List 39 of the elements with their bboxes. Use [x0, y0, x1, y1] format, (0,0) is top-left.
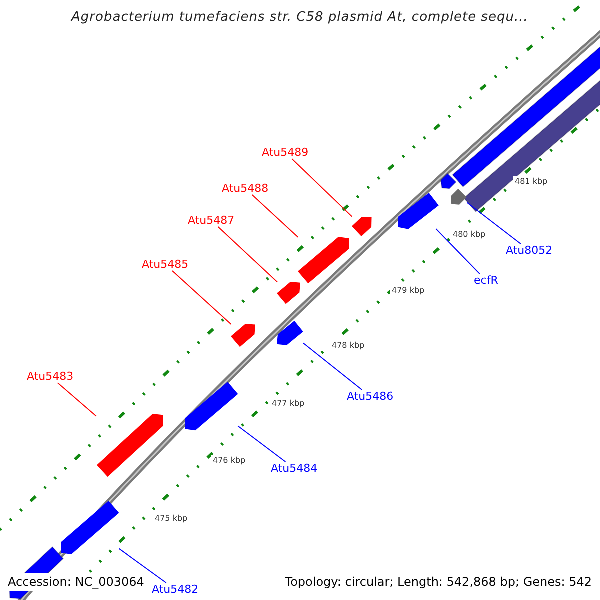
gene-label: Atu5486 [347, 390, 394, 403]
leader-line [466, 202, 522, 244]
gene-segment [96, 414, 164, 477]
gene-label: Atu8052 [506, 244, 553, 257]
tick-label: 476 kbp [211, 455, 248, 467]
tick-label: 481 kbp [513, 176, 550, 188]
leader-line [292, 158, 353, 218]
leader-line [252, 194, 299, 238]
gene-segment [298, 237, 349, 284]
gene-segment [277, 282, 301, 304]
gene-segment [61, 500, 120, 554]
gene-label: Atu5488 [222, 182, 269, 195]
tick-label: 477 kbp [270, 398, 307, 410]
gene-segment [398, 192, 439, 229]
gene-label: ecfR [474, 274, 498, 287]
leader-line [218, 226, 278, 283]
leader-line [436, 228, 480, 274]
gene-label: Atu5489 [262, 146, 309, 159]
gene-label: Atu5484 [271, 462, 318, 475]
gene-label: Atu5483 [27, 370, 74, 383]
gene-segment [352, 216, 372, 236]
tick-label: 475 kbp [153, 513, 190, 525]
leader-line [57, 382, 98, 418]
leader-line [238, 426, 286, 462]
gene-segment [185, 382, 238, 431]
gene-label: Atu5487 [188, 214, 235, 227]
leader-line [302, 342, 363, 390]
leader-line [118, 548, 167, 584]
gene-segment [231, 324, 256, 348]
accession-info: Accession: NC_003064 [8, 573, 144, 591]
leader-line [172, 270, 232, 326]
tick-label: 478 kbp [330, 340, 367, 352]
gene-label: Atu5485 [142, 258, 189, 271]
gene-segment [277, 320, 304, 345]
gene-label: Atu5482 [152, 583, 199, 596]
tick-label: 480 kbp [451, 229, 488, 241]
tick-label: 479 kbp [390, 285, 427, 297]
map-title: Agrobacterium tumefaciens str. C58 plasmid At, complete sequ... [70, 9, 530, 27]
gene-segment [451, 188, 468, 205]
